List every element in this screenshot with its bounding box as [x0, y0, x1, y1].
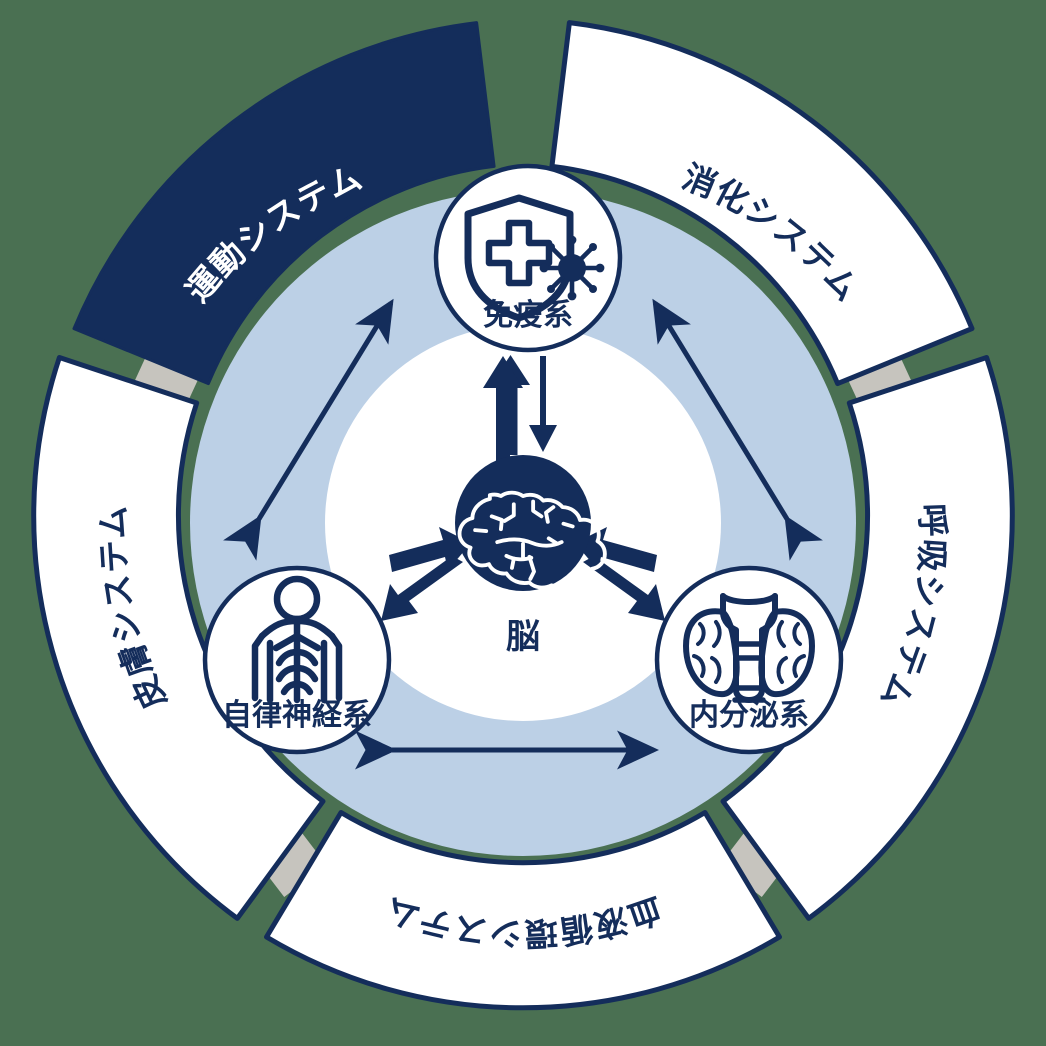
segment-circulatory[interactable]: 血液循環システム [264, 810, 782, 1011]
node-autonomic-label: 自律神経系 [222, 698, 372, 732]
hub-spoke-arrows [381, 355, 665, 621]
thyroid-gland-icon [683, 593, 815, 703]
center-node-label: 脳 [506, 618, 540, 656]
node-immune-label: 免疫系 [483, 298, 573, 332]
node-endocrine-label: 内分泌系 [689, 699, 809, 732]
arrow-immune-endocrine [652, 298, 823, 561]
segment-respiratory[interactable]: 呼吸システム [720, 355, 1015, 921]
arrow-immune-autonomic [223, 298, 394, 561]
brain-icon [457, 490, 607, 590]
segment-skin[interactable]: 皮膚システム [31, 355, 326, 921]
connection-arrows [223, 298, 823, 770]
spoke-pairs [381, 356, 665, 621]
node-endocrine[interactable]: 内分泌系 [654, 565, 844, 755]
virus-icon [539, 235, 605, 301]
center-node-brain[interactable]: 脳 [455, 455, 607, 656]
node-autonomic[interactable]: 自律神経系 [202, 565, 392, 755]
segment-digestive[interactable]: 消化システム [549, 20, 975, 387]
nervous-system-figure-icon [251, 575, 343, 704]
node-immune[interactable]: 免疫系 [433, 163, 623, 353]
